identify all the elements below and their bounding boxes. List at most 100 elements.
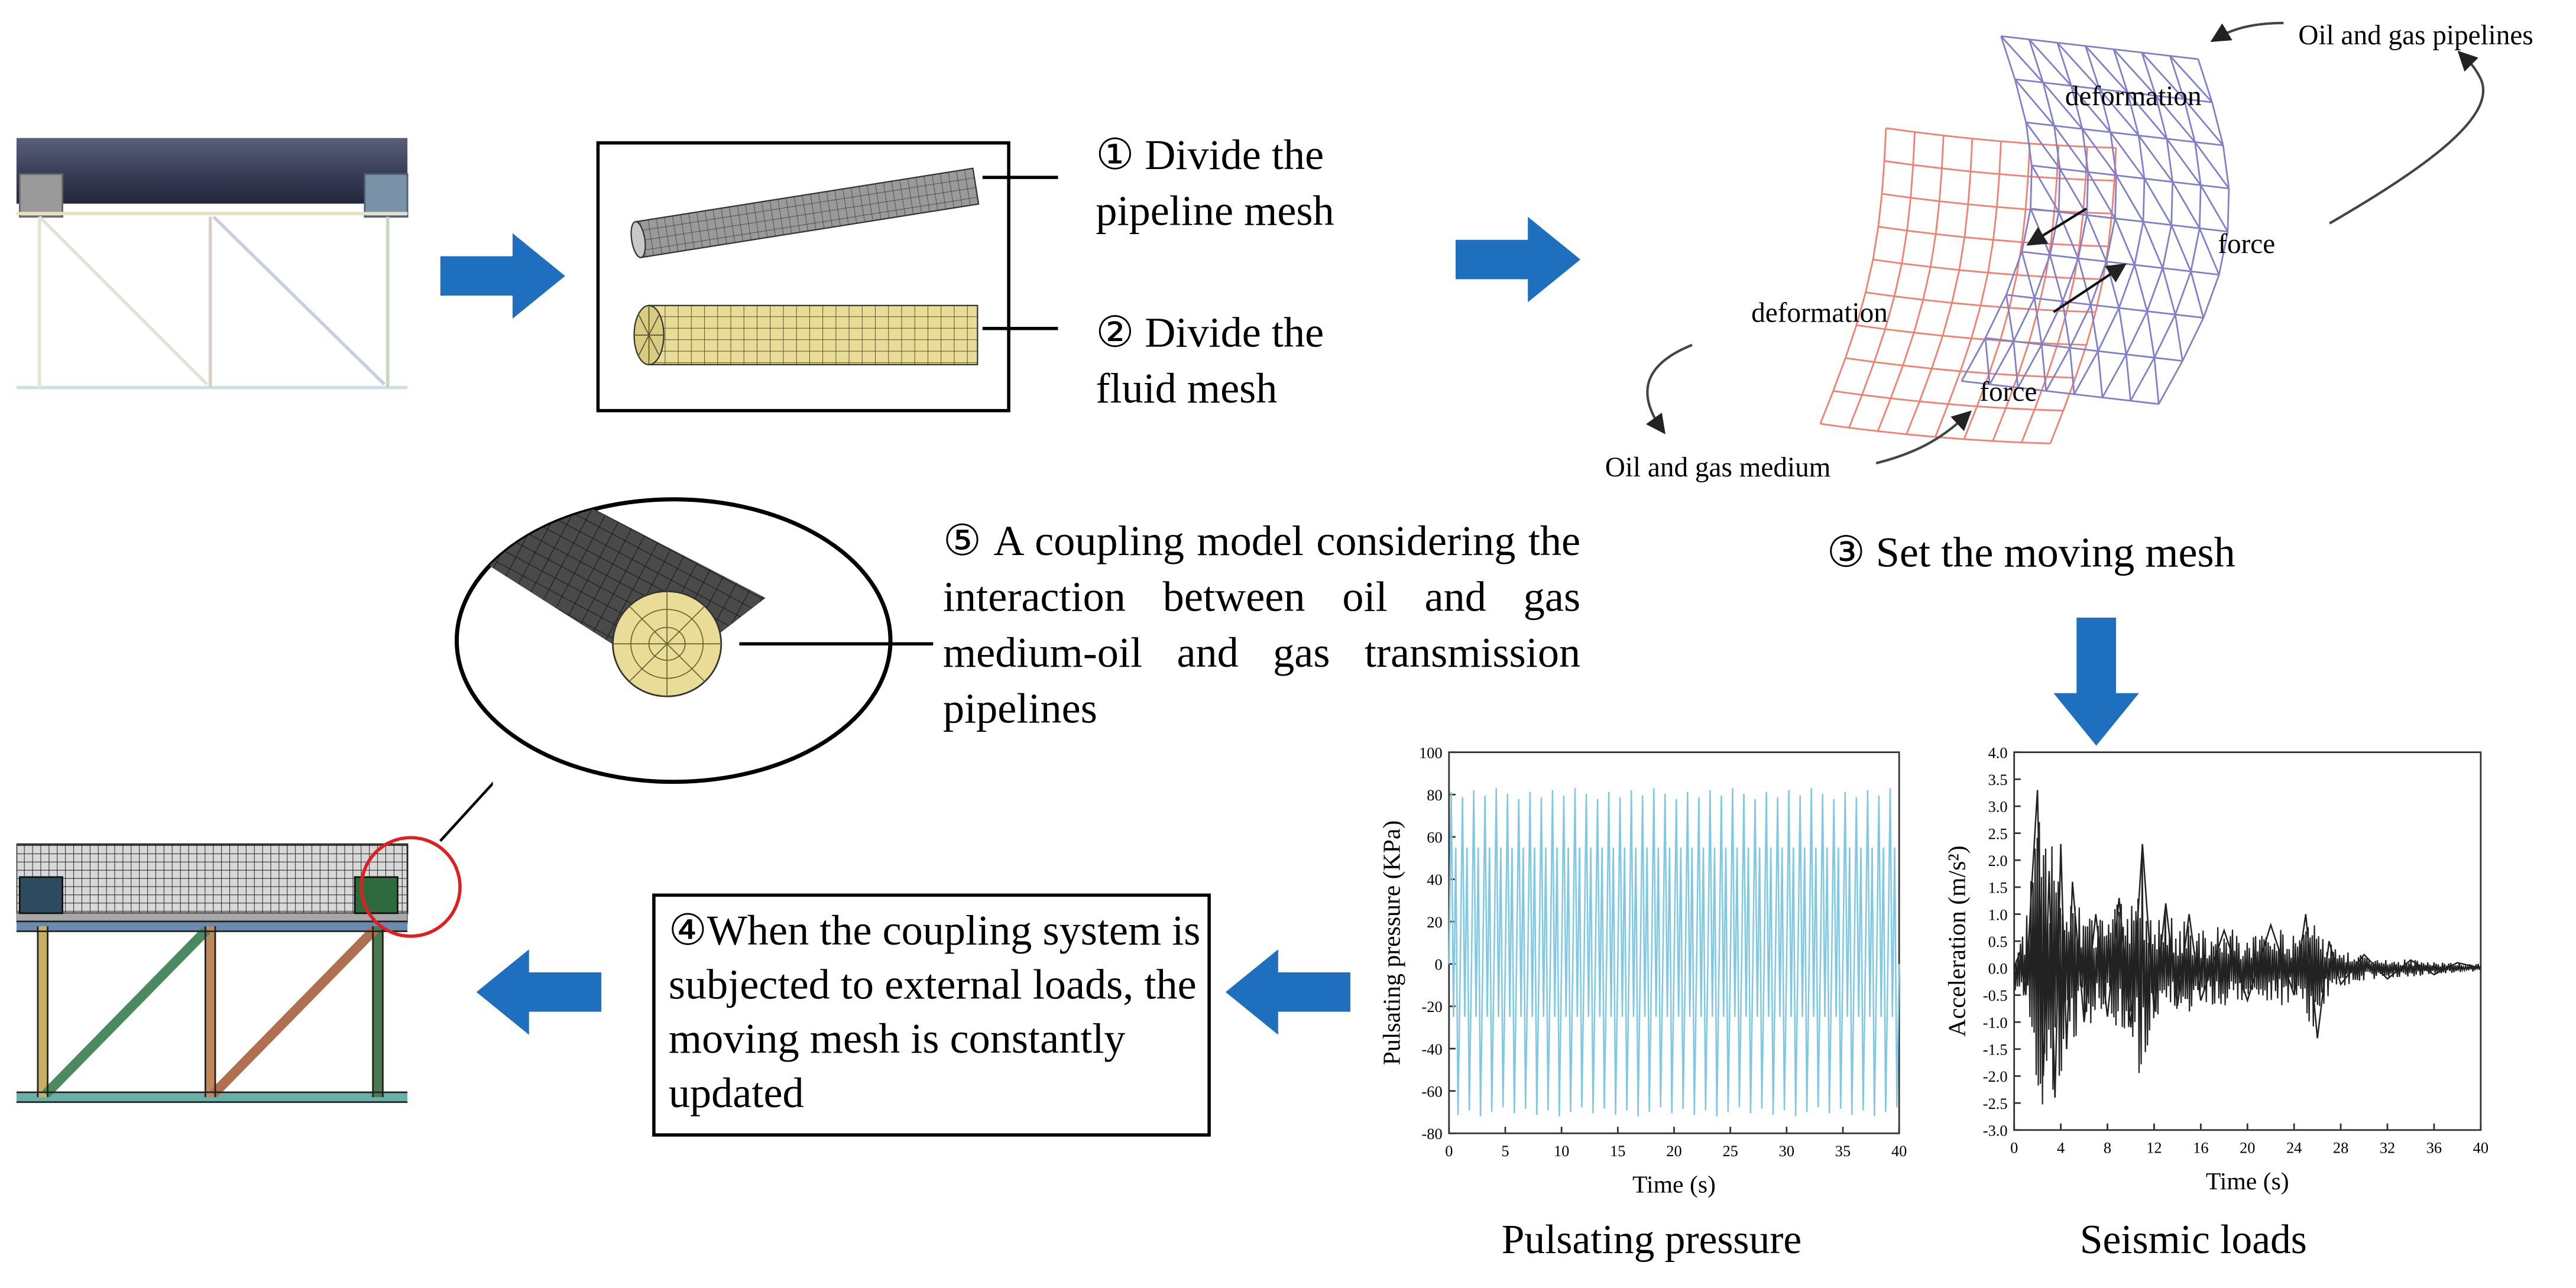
seismic-y-tick-label: -2.5 xyxy=(1983,1095,2008,1112)
seismic-y-tick-label: 3.0 xyxy=(1988,798,2008,816)
arrow-left-2 xyxy=(476,949,602,1035)
pipeline-mesh-line xyxy=(2144,177,2173,183)
pipeline-mesh-line xyxy=(2098,89,2111,133)
pipeline-mesh-line xyxy=(2098,350,2127,355)
pipeline-mesh-line xyxy=(2118,264,2136,309)
step-5-label: ⑤ A coupling model considering the inter… xyxy=(943,514,1580,738)
pipeline-mesh-line xyxy=(2101,353,2127,398)
leader-lines-mesh xyxy=(982,176,1058,330)
pipeline-mesh-line xyxy=(2086,214,2115,219)
pipeline-mesh-line xyxy=(2013,340,2042,346)
medium-mesh-line xyxy=(1848,132,1916,429)
pipeline-mesh-line xyxy=(2170,181,2174,225)
pipeline-mesh-line xyxy=(1985,337,2014,342)
pipeline-mesh-line xyxy=(2154,356,2183,362)
pipeline-mesh-line xyxy=(2118,307,2147,312)
pipeline-mesh-line xyxy=(2006,294,2035,299)
pressure-x-tick-label: 30 xyxy=(1779,1142,1794,1160)
pressure-x-tick-label: 15 xyxy=(1610,1142,1625,1160)
step-4-box: ④When the coupling system is subjected t… xyxy=(652,893,1211,1137)
pipeline-mesh-line xyxy=(2056,42,2072,86)
step-1-label: ① Divide the pipeline mesh xyxy=(1096,128,1391,240)
pipeline-mesh-line xyxy=(2082,128,2111,134)
pipeline-mesh-line xyxy=(2073,351,2099,395)
pipeline-mesh-line xyxy=(2194,142,2202,186)
seismic-x-tick-label: 20 xyxy=(2240,1139,2255,1157)
pipeline-mesh-line xyxy=(2106,261,2135,266)
truss-bridge-meshed xyxy=(16,781,493,1103)
pipeline-mesh-line xyxy=(2130,357,2156,401)
pipeline-mesh-line xyxy=(2127,91,2156,97)
pipeline-mesh-line xyxy=(2014,79,2027,123)
seismic-x-tick-label: 16 xyxy=(2193,1139,2208,1157)
pipeline-mesh-line xyxy=(2126,353,2154,359)
pipeline-mesh-line xyxy=(2046,390,2075,395)
pipeline-mesh-line xyxy=(2218,231,2229,275)
pipeline-mesh-line xyxy=(2017,344,2043,388)
seismic-y-tick-label: 2.5 xyxy=(1988,825,2008,842)
pressure-y-tick-label: -60 xyxy=(1422,1082,1443,1100)
pipeline-mesh-line xyxy=(2110,132,2117,176)
pressure-y-tick-label: 80 xyxy=(1427,786,1442,804)
pipeline-mesh-line xyxy=(2097,351,2104,398)
truss-bridge-original xyxy=(16,138,409,390)
pipeline-mesh-line xyxy=(2114,175,2117,219)
pipeline-mesh-line xyxy=(2030,165,2033,209)
pipeline-mesh-line xyxy=(2085,45,2114,50)
seismic-x-tick-label: 24 xyxy=(2286,1139,2302,1157)
pipeline-mesh-line xyxy=(2127,92,2140,136)
zoom-arrow xyxy=(439,781,493,842)
pipeline-mesh-line xyxy=(2017,387,2046,392)
pressure-x-tick-label: 40 xyxy=(1891,1142,1907,1160)
force-arrow-2 xyxy=(2053,263,2127,313)
pipeline-mesh-line xyxy=(2033,254,2051,299)
pipeline-mesh-line xyxy=(2141,52,2157,96)
seismic-x-tick-label: 28 xyxy=(2333,1139,2348,1157)
seismic-x-tick-label: 4 xyxy=(2057,1139,2065,1157)
pipeline-mesh-line xyxy=(2034,297,2063,303)
zoom-ellipse xyxy=(455,497,893,784)
medium-mesh-line xyxy=(2020,147,2088,443)
pipeline-mesh-line xyxy=(2057,211,2079,259)
pipeline-mesh-line xyxy=(2086,172,2089,216)
force-bottom-arrow xyxy=(1875,410,1972,465)
pressure-x-tick-label: 5 xyxy=(1501,1142,1509,1160)
seismic-y-tick-label: 0.5 xyxy=(1988,933,2008,950)
pipeline-mesh-line xyxy=(2050,254,2079,259)
pipeline-mesh-line xyxy=(2166,138,2195,143)
pipeline-mesh-line xyxy=(2143,220,2172,226)
pipeline-mesh-line xyxy=(2133,221,2144,265)
pipeline-mesh-line xyxy=(2040,344,2047,391)
pipeline-mesh-line xyxy=(1989,340,2014,385)
seismic-y-tick-label: 0.0 xyxy=(1988,960,2008,978)
pipeline-mesh-line xyxy=(2174,271,2192,315)
pipeline-mesh-line xyxy=(2054,125,2083,130)
pipeline-mesh-line xyxy=(2199,227,2228,233)
pipeline-mesh-line xyxy=(2000,35,2044,83)
mesh-panel xyxy=(596,141,1010,413)
seismic-y-tick-label: -2.0 xyxy=(1983,1068,2008,1085)
medium-mesh-line xyxy=(1992,145,2060,442)
pipeline-mesh-line xyxy=(2069,348,2075,395)
pipeline-mesh-line xyxy=(2172,181,2201,229)
pressure-y-tick-label: 0 xyxy=(1435,956,1443,974)
pipeline-mesh-line xyxy=(2127,92,2167,139)
pipeline-mesh-line xyxy=(2021,251,2050,256)
step-4-marker: ④ xyxy=(668,906,707,955)
medium-mesh-line xyxy=(1935,141,2002,437)
pipeline-mesh-line xyxy=(2142,221,2164,269)
pipeline-mesh-line xyxy=(2081,128,2089,173)
pipeline-mesh-line xyxy=(2197,59,2213,103)
pipeline-mesh-line xyxy=(2099,88,2128,93)
pipeline-mesh-line xyxy=(1961,380,1990,385)
pipeline-mesh-line xyxy=(2114,218,2136,265)
pipeline-mesh-line xyxy=(2001,35,2030,41)
pipeline-mesh-line xyxy=(2141,51,2185,100)
seismic-y-tick-label: 2.0 xyxy=(1988,852,2008,870)
pipeline-mesh-line xyxy=(2077,215,2088,259)
medium-mesh-line xyxy=(1819,128,1887,424)
pipeline-mesh-line xyxy=(2070,85,2084,129)
force-right-label: force xyxy=(2218,229,2275,259)
pipeline-mesh-line xyxy=(2134,264,2163,270)
